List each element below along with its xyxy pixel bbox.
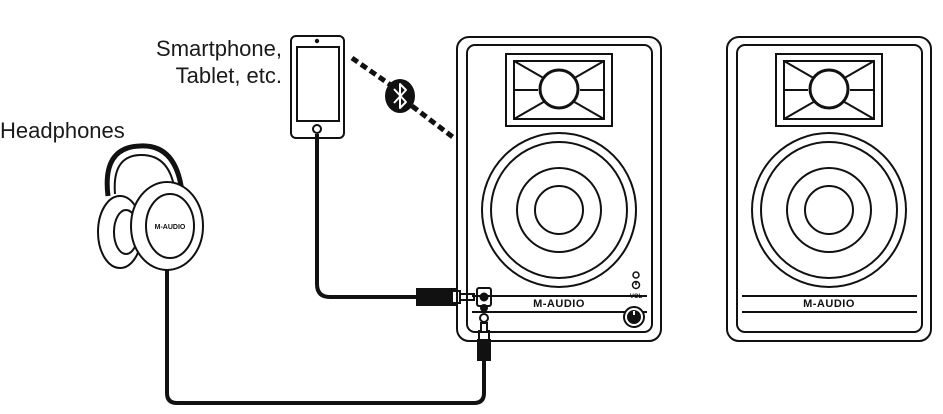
speaker-right xyxy=(726,36,932,342)
bluetooth-icon xyxy=(385,79,415,113)
volume-knob xyxy=(623,306,645,328)
speaker-right-brand: M-AUDIO xyxy=(803,298,855,310)
speaker-left-brand: M-AUDIO xyxy=(533,298,585,310)
phone-aux-cable xyxy=(315,134,475,306)
speaker-left xyxy=(456,36,662,342)
headphones-brand: M-AUDIO xyxy=(155,224,186,231)
power-icon xyxy=(631,271,641,290)
bluetooth-link xyxy=(350,55,456,140)
headphones xyxy=(97,143,204,271)
headphones-label: Headphones xyxy=(0,118,125,143)
smartphone-label: Smartphone, Tablet, etc. xyxy=(156,36,282,88)
volume-label: VOL xyxy=(630,294,643,300)
headphone-jack-icon xyxy=(479,304,489,323)
smartphone xyxy=(290,35,345,139)
